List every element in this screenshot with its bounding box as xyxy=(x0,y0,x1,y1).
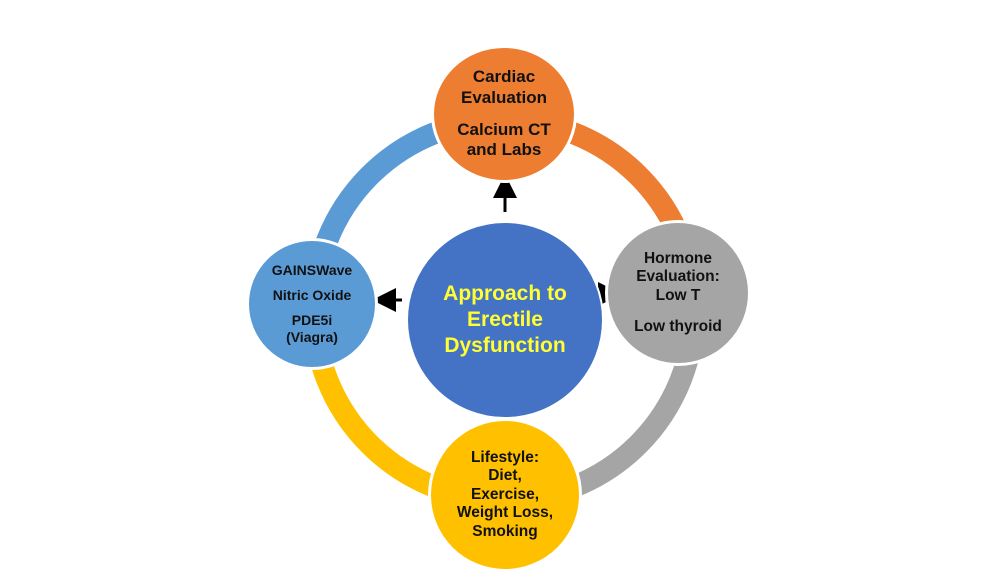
hormone-line-2: Evaluation: xyxy=(636,268,720,286)
lifestyle-line-5: Smoking xyxy=(472,522,538,540)
center-node: Approach to Erectile Dysfunction xyxy=(406,221,604,419)
hormone-line-1: Hormone xyxy=(643,249,713,267)
cardiac-line-1: Cardiac xyxy=(472,67,536,87)
cardiac-line-4: and Labs xyxy=(466,140,542,160)
hormone-evaluation-node: Hormone Evaluation: Low T Low thyroid xyxy=(605,220,751,366)
center-line-3: Dysfunction xyxy=(444,334,566,358)
hormone-line-4: Low thyroid xyxy=(634,317,722,335)
center-line-1: Approach to xyxy=(443,281,567,305)
lifestyle-line-4: Weight Loss, xyxy=(456,504,554,522)
lifestyle-node: Lifestyle: Diet, Exercise, Weight Loss, … xyxy=(428,418,582,572)
center-line-2: Erectile xyxy=(467,307,543,331)
hormone-line-3: Low T xyxy=(655,287,701,304)
treatment-line-3: PDE5i xyxy=(291,312,333,328)
lifestyle-line-2: Diet, xyxy=(488,467,522,485)
treatment-line-2: Nitric Oxide xyxy=(272,287,352,304)
lifestyle-line-1: Lifestyle: xyxy=(470,448,540,466)
lifestyle-line-3: Exercise, xyxy=(470,485,540,503)
treatment-line-4: (Viagra) xyxy=(286,328,338,345)
cardiac-line-3: Calcium CT xyxy=(457,120,551,139)
treatment-line-1: GAINSWave xyxy=(271,262,353,279)
treatment-node: GAINSWave Nitric Oxide PDE5i (Viagra) xyxy=(246,238,378,370)
cardiac-evaluation-node: Cardiac Evaluation Calcium CT and Labs xyxy=(431,45,577,183)
cardiac-line-2: Evaluation xyxy=(461,87,547,107)
